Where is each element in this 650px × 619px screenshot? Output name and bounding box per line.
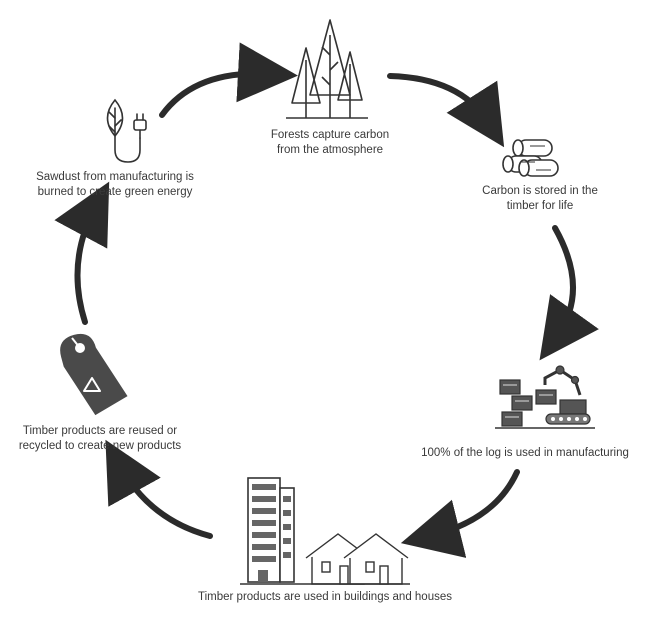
green-energy-icon [106,98,147,163]
arrow-buildings-to-recycle [105,439,213,539]
step-label-recycle-line1: Timber products are reused or [22,425,178,437]
arrow-forest-to-logs [387,73,505,148]
forest-icon [286,19,368,119]
arrow-manufacturing-to-buildings [400,469,520,558]
step-label-buildings: Timber products are used in buildings an… [180,590,470,605]
step-label-recycle: Timber products are reused or recycled t… [5,424,195,454]
step-label-forest-line2: from the atmosphere [276,144,384,156]
step-label-manufacturing-line1: 100% of the log is used in manufacturing [421,447,629,459]
step-label-forest: Forests capture carbon from the atmosphe… [250,128,410,158]
manufacturing-icon [495,365,595,429]
step-label-energy-line1: Sawdust from manufacturing is [36,171,194,183]
recycle-tag-icon [60,333,128,416]
arrow-recycle-to-energy [54,181,110,325]
step-label-logs-line2: timber for life [506,200,574,212]
step-label-logs: Carbon is stored in the timber for life [470,184,610,214]
step-label-energy-line2: burned to create green energy [37,186,193,198]
step-label-forest-line1: Forests capture carbon [270,129,390,141]
logs-icon [502,139,559,177]
step-label-buildings-line1: Timber products are used in buildings an… [198,591,452,603]
step-label-logs-line1: Carbon is stored in the [482,185,598,197]
buildings-icon [240,477,410,585]
arrow-logs-to-manufacturing [539,225,599,361]
step-label-manufacturing: 100% of the log is used in manufacturing [410,446,640,461]
step-label-energy: Sawdust from manufacturing is burned to … [20,170,210,200]
arrow-energy-to-forest [159,42,298,118]
step-label-recycle-line2: recycled to create new products [18,440,182,452]
